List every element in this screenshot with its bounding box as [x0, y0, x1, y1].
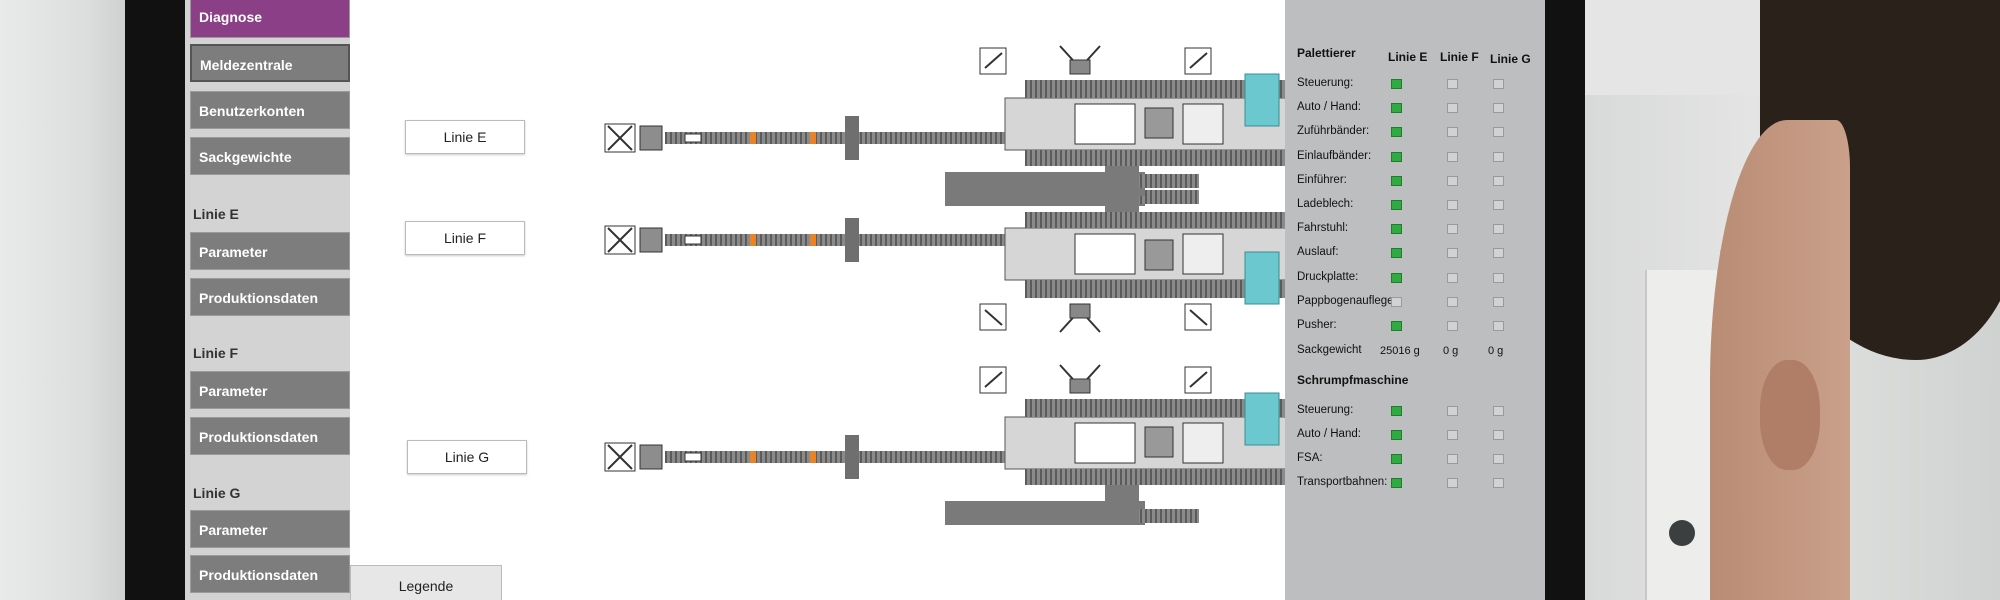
status-row-label: FSA: — [1297, 452, 1323, 464]
person-face — [1710, 120, 1850, 600]
sidebar-group-linie-f: Linie F — [193, 345, 239, 361]
sackgewicht-linie-f: 0 g — [1443, 345, 1459, 357]
status-indicator-linie-f — [1447, 321, 1458, 331]
status-row-label: Auslauf: — [1297, 246, 1339, 259]
line-e-label[interactable]: Linie E — [405, 120, 525, 154]
status-row-label: Steuerung: — [1297, 404, 1354, 416]
status-indicator-linie-f — [1447, 406, 1458, 416]
line-f-label[interactable]: Linie F — [405, 221, 525, 255]
status-indicator-linie-e — [1391, 296, 1402, 307]
line-diagram-area: Linie E Linie F Linie G — [350, 0, 1285, 600]
line-g-label[interactable]: Linie G — [407, 440, 527, 474]
status-indicator-linie-g — [1493, 127, 1504, 138]
status-indicator-linie-e — [1391, 224, 1402, 235]
status-indicator-linie-f — [1447, 478, 1458, 488]
status-panel: Palettierer Linie E Linie F Linie G Steu… — [1285, 0, 1545, 600]
status-indicator-linie-e — [1391, 406, 1402, 416]
status-row-label: Ladeblech: — [1297, 198, 1354, 210]
status-indicator-linie-g — [1493, 430, 1504, 440]
status-indicator-linie-g — [1493, 103, 1504, 114]
screen: Diagnose Meldezentrale Benutzerkonten Sa… — [185, 0, 1545, 600]
person-ear — [1760, 360, 1820, 470]
status-row-label: Zuführbänder: — [1297, 125, 1370, 138]
sackgewicht-linie-e: 25016 g — [1380, 345, 1420, 357]
sidebar-item-linie-f-parameter[interactable]: Parameter — [190, 371, 350, 409]
status-indicator-linie-f — [1447, 454, 1458, 464]
status-indicator-linie-f — [1447, 151, 1458, 162]
sidebar-group-linie-e: Linie E — [193, 206, 239, 222]
sidebar: Diagnose Meldezentrale Benutzerkonten Sa… — [185, 0, 350, 600]
status-indicator-linie-f — [1447, 430, 1458, 440]
sackgewicht-linie-g: 0 g — [1488, 345, 1504, 357]
status-row-label: Auto / Hand: — [1297, 428, 1361, 440]
status-indicator-linie-f — [1447, 224, 1458, 235]
status-indicator-linie-f — [1447, 127, 1458, 138]
line-g-conveyor — [604, 364, 1285, 526]
status-indicator-linie-g — [1493, 200, 1504, 210]
status-indicator-linie-g — [1493, 321, 1504, 331]
status-indicator-linie-e — [1391, 430, 1402, 440]
status-indicator-linie-e — [1391, 175, 1402, 186]
status-row-label: Transportbahnen: — [1297, 476, 1388, 488]
status-indicator-linie-e — [1391, 454, 1402, 464]
status-indicator-linie-e — [1391, 200, 1402, 210]
status-indicator-linie-g — [1493, 272, 1504, 283]
sidebar-item-linie-e-parameter[interactable]: Parameter — [190, 232, 350, 270]
status-indicator-linie-f — [1447, 175, 1458, 186]
sidebar-item-benutzerkonten[interactable]: Benutzerkonten — [190, 91, 350, 129]
status-row-label: Pusher: — [1297, 319, 1337, 331]
sidebar-item-sackgewichte[interactable]: Sackgewichte — [190, 137, 350, 175]
status-indicator-linie-e — [1391, 103, 1402, 114]
status-row-label: Steuerung: — [1297, 77, 1354, 89]
status-indicator-linie-g — [1493, 79, 1504, 89]
binder — [1645, 270, 1717, 600]
status-indicator-linie-f — [1447, 200, 1458, 210]
schrumpfmaschine-title: Schrumpfmaschine — [1297, 373, 1409, 387]
status-row-label: Einlaufbänder: — [1297, 149, 1372, 162]
status-indicator-linie-e — [1391, 151, 1402, 162]
sidebar-group-linie-g: Linie G — [193, 485, 241, 501]
status-indicator-linie-g — [1493, 296, 1504, 307]
status-indicator-linie-e — [1391, 272, 1402, 283]
sidebar-item-linie-e-produktionsdaten[interactable]: Produktionsdaten — [190, 278, 350, 316]
sidebar-item-meldezentrale[interactable]: Meldezentrale — [190, 44, 350, 82]
status-indicator-linie-g — [1493, 406, 1504, 416]
status-row-label: Auto / Hand: — [1297, 101, 1361, 114]
status-indicator-linie-g — [1493, 454, 1504, 464]
legend-button[interactable]: Legende — [350, 565, 502, 600]
status-indicator-linie-g — [1493, 248, 1504, 259]
status-indicator-linie-g — [1493, 175, 1504, 186]
status-indicator-linie-f — [1447, 272, 1458, 283]
status-indicator-linie-f — [1447, 79, 1458, 89]
status-row-label: Einführer: — [1297, 173, 1347, 186]
sidebar-item-linie-g-parameter[interactable]: Parameter — [190, 510, 350, 548]
status-indicator-linie-g — [1493, 151, 1504, 162]
status-indicator-linie-e — [1391, 248, 1402, 259]
status-row-label: Pappbogenaufleger: — [1297, 294, 1401, 307]
status-indicator-linie-e — [1391, 127, 1402, 138]
column-header-linie-f: Linie F — [1440, 50, 1479, 64]
status-indicator-linie-g — [1493, 224, 1504, 235]
status-indicator-linie-f — [1447, 103, 1458, 114]
status-row-label: Druckplatte: — [1297, 270, 1359, 283]
status-indicator-linie-f — [1447, 296, 1458, 307]
status-indicator-linie-e — [1391, 321, 1402, 331]
sidebar-item-linie-f-produktionsdaten[interactable]: Produktionsdaten — [190, 417, 350, 455]
column-header-linie-e: Linie E — [1388, 50, 1428, 64]
sidebar-item-diagnose[interactable]: Diagnose — [190, 0, 350, 38]
sidebar-item-linie-g-produktionsdaten[interactable]: Produktionsdaten — [190, 555, 350, 593]
status-row-label: Fahrstuhl: — [1297, 222, 1349, 235]
office-background-left — [0, 0, 125, 600]
status-indicator-linie-g — [1493, 478, 1504, 488]
palettierer-title: Palettierer — [1297, 46, 1356, 60]
sackgewicht-label: Sackgewicht — [1297, 344, 1362, 356]
status-indicator-linie-f — [1447, 248, 1458, 259]
status-indicator-linie-e — [1391, 478, 1402, 488]
status-indicator-linie-e — [1391, 79, 1402, 89]
column-header-linie-g: Linie G — [1490, 52, 1531, 66]
conveyor-schematic — [604, 45, 1285, 526]
